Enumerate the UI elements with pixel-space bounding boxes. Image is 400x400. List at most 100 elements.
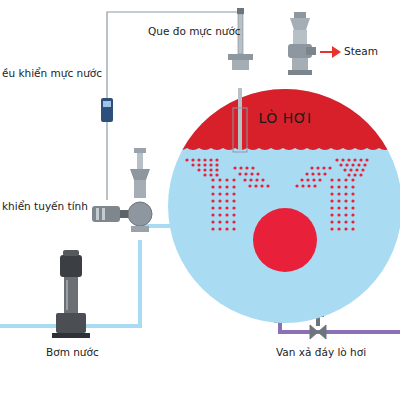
bubble-dot (239, 166, 242, 169)
bubble-dot (211, 206, 214, 209)
bubble-dot (339, 163, 342, 166)
bubble-dot (328, 166, 331, 169)
water-pump (66, 280, 68, 310)
steam-valve (288, 12, 316, 75)
linear-actuator (102, 208, 105, 220)
bubble-dot (365, 158, 368, 161)
probe-label: Que đo mực nước (148, 25, 241, 38)
bubble-dot (359, 173, 362, 176)
bubble-dot (307, 184, 310, 187)
water-pump (52, 250, 90, 338)
probe-tube (233, 108, 247, 152)
bubble-dot (347, 158, 350, 161)
steam-valve (288, 70, 312, 75)
bubble-dot (363, 163, 366, 166)
water-pump (60, 255, 82, 277)
bubble-dot (300, 178, 303, 181)
bubble-dot (197, 168, 200, 171)
bubble-dot (344, 206, 347, 209)
linear-actuator (120, 210, 128, 218)
bubble-dot (344, 192, 347, 195)
bubble-dot (311, 172, 314, 175)
bubble-dot (359, 158, 362, 161)
steam-valve (292, 58, 308, 70)
level-probe (232, 60, 249, 70)
bubble-dot (225, 206, 228, 209)
bubble-dot (312, 178, 315, 181)
bubble-dot (351, 185, 354, 188)
bubble-dot (344, 199, 347, 202)
steam-label: Steam (344, 45, 378, 58)
bubble-dot (245, 166, 248, 169)
bubble-dot (233, 166, 236, 169)
bubble-dot (330, 192, 333, 195)
bubble-dot (225, 213, 228, 216)
inlet-valve (128, 148, 152, 232)
bubble-dot (337, 192, 340, 195)
bubble-dot (305, 172, 308, 175)
bubble-dot (218, 178, 221, 181)
bubble-dot (351, 178, 354, 181)
bubble-dot (306, 178, 309, 181)
level-controller (101, 98, 113, 122)
boiler-label: LÒ HƠI (258, 110, 311, 126)
bubble-dot (266, 184, 269, 187)
bubble-dot (344, 213, 347, 216)
bubble-dot (335, 158, 338, 161)
bubble-dot (218, 199, 221, 202)
bubble-dot (343, 168, 346, 171)
bubble-dot (337, 178, 340, 181)
bubble-dot (218, 220, 221, 223)
controller-label: ều khiển mực nước (2, 67, 102, 80)
bubble-dot (344, 185, 347, 188)
boiler-drum: LÒ HƠI (167, 88, 400, 324)
bubble-dot (330, 206, 333, 209)
bubble-dot (317, 172, 320, 175)
bubble-dot (255, 178, 258, 181)
bubble-dot (211, 213, 214, 216)
bubble-dot (203, 168, 206, 171)
linear-actuator (92, 206, 128, 222)
bubble-dot (355, 168, 358, 171)
bubble-dot (248, 184, 251, 187)
bubble-dot (351, 199, 354, 202)
bubble-dot (218, 213, 221, 216)
bubble-dot (261, 178, 264, 181)
water-pump (56, 313, 86, 333)
bubble-dot (203, 158, 206, 161)
bubble-dot (209, 163, 212, 166)
bubble-dots (185, 158, 368, 230)
bubble-dot (357, 163, 360, 166)
bubble-dot (347, 173, 350, 176)
bubble-dot (351, 227, 354, 230)
blowdown-label: Van xả đáy lò hơi (276, 346, 366, 359)
bubble-dot (341, 158, 344, 161)
inlet-valve (134, 148, 146, 153)
bubble-dot (318, 178, 321, 181)
inlet-valve (137, 153, 143, 169)
bubble-dot (337, 213, 340, 216)
bubble-dot (225, 178, 228, 181)
bubble-dot (232, 178, 235, 181)
water-pump (52, 333, 90, 338)
steam-valve (306, 47, 316, 55)
inlet-valve (128, 202, 152, 226)
water-pump (63, 250, 79, 256)
bubble-dot (215, 168, 218, 171)
bubble-dot (211, 227, 214, 230)
inlet-valve (134, 180, 146, 198)
bubble-dot (256, 172, 259, 175)
bubble-dot (218, 185, 221, 188)
steam-valve (290, 18, 310, 30)
level-probe (237, 8, 244, 14)
bubble-dot (232, 192, 235, 195)
bubble-dot (225, 185, 228, 188)
bubble-dot (225, 220, 228, 223)
bubble-dot (337, 227, 340, 230)
steam-region (167, 88, 400, 150)
bubble-dot (211, 185, 214, 188)
bubble-dot (254, 184, 257, 187)
bubble-dot (349, 168, 352, 171)
blowdown-pipe (280, 322, 400, 332)
inlet-valve (131, 226, 149, 232)
